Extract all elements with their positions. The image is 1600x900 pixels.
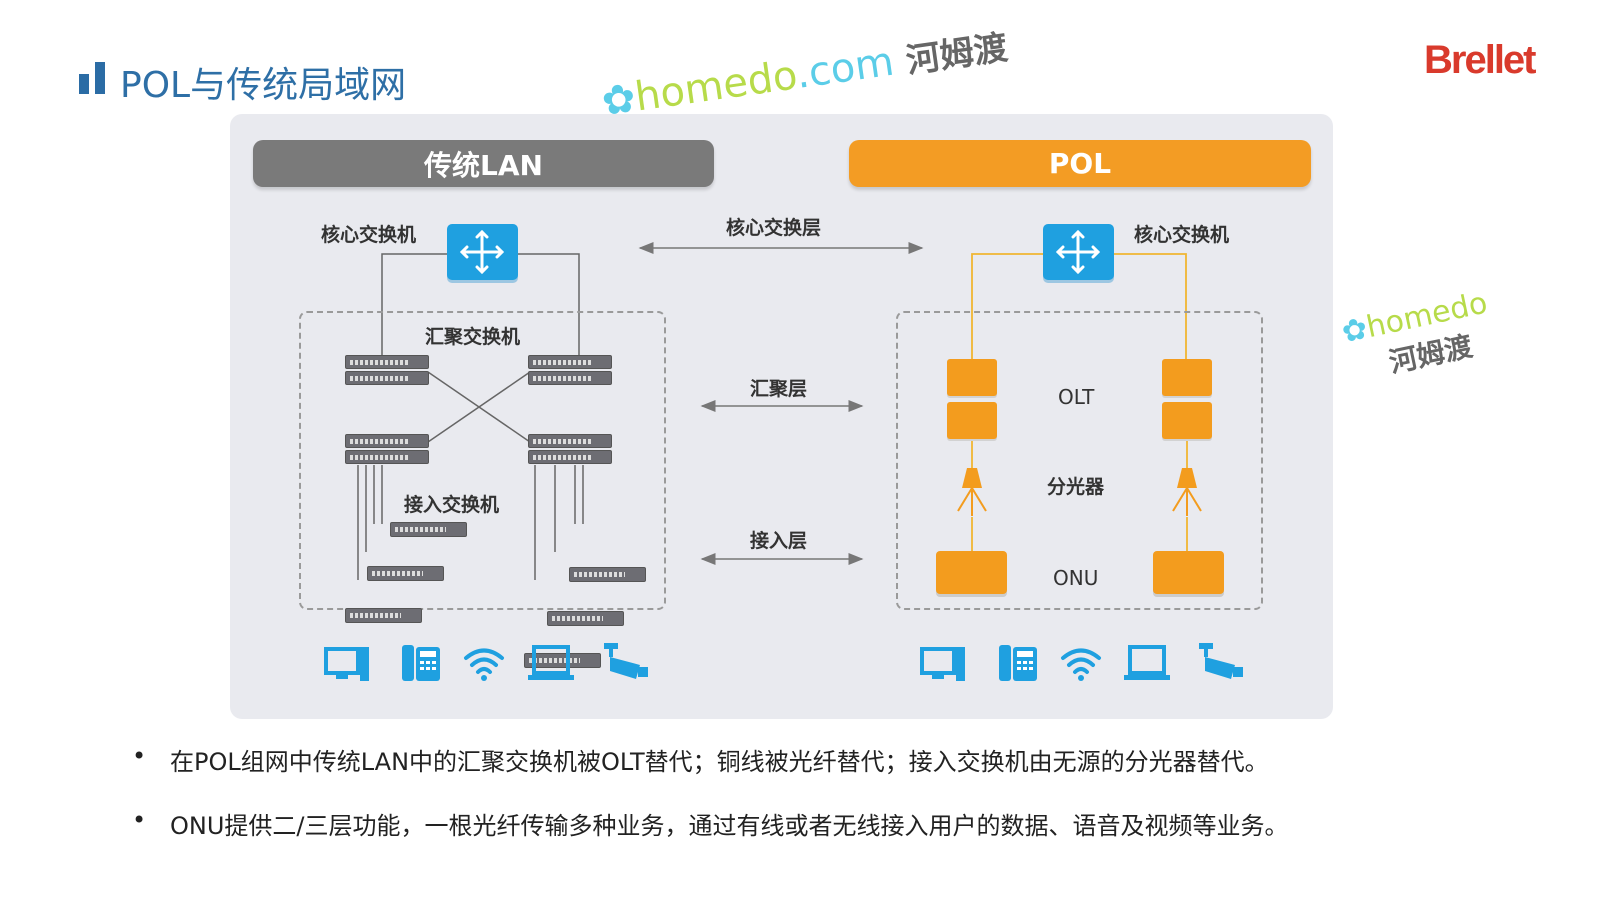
access-switch-label: 接入交换机	[404, 494, 500, 516]
agg-switch-label: 汇聚交换机	[425, 326, 521, 348]
access-switch-icon	[547, 611, 624, 626]
phone-icon	[402, 645, 440, 681]
pc-icon	[920, 647, 965, 681]
access-layer-label: 接入层	[750, 530, 808, 552]
bullet-dot: •	[132, 806, 147, 834]
wifi-icon	[1061, 648, 1101, 681]
page-title: POL与传统局域网	[120, 65, 407, 106]
laptop-icon	[528, 645, 574, 680]
onu-label: ONU	[1053, 566, 1099, 590]
wifi-icon	[464, 648, 504, 681]
core-switch-icon	[447, 224, 518, 280]
access-switch-icon	[367, 566, 444, 581]
aggregation-layer-label: 汇聚层	[750, 378, 808, 400]
title-bar-icon	[79, 62, 109, 94]
pol-dashed-group	[896, 311, 1263, 610]
lan-core-switch-label: 核心交换机	[321, 224, 417, 246]
pol-header: POL	[849, 140, 1311, 187]
lan-header: 传统LAN	[253, 140, 714, 187]
olt-icon	[1162, 359, 1212, 439]
bullet-dot: •	[132, 742, 147, 770]
laptop-icon	[1124, 645, 1170, 680]
access-switch-icon	[569, 567, 646, 582]
agg-switch-icon	[345, 355, 429, 385]
splitter-icon	[1172, 468, 1202, 516]
agg-switch-icon	[345, 434, 429, 464]
bullet-text: ONU提供二/三层功能，一根光纤传输多种业务，通过有线或者无线接入用户的数据、语…	[170, 812, 1289, 840]
agg-switch-icon	[528, 434, 612, 464]
onu-icon	[936, 551, 1007, 594]
access-switch-icon	[524, 653, 601, 668]
access-switch-icon	[390, 522, 467, 537]
phone-icon	[999, 645, 1037, 681]
splitter-label: 分光器	[1047, 476, 1105, 498]
access-switch-icon	[345, 608, 422, 623]
agg-switch-icon	[528, 355, 612, 385]
onu-icon	[1153, 551, 1224, 594]
brellet-logo: Brellet	[1424, 38, 1536, 82]
olt-icon	[947, 359, 997, 439]
pc-icon	[324, 647, 369, 681]
olt-label: OLT	[1058, 385, 1095, 409]
camera-icon	[1199, 643, 1243, 679]
splitter-icon	[957, 468, 987, 516]
camera-icon	[604, 643, 648, 679]
core-layer-label: 核心交换层	[726, 217, 822, 239]
lan-dashed-group	[299, 311, 666, 610]
bullet-text: 在POL组网中传统LAN中的汇聚交换机被OLT替代；铜线被光纤替代；接入交换机由…	[170, 748, 1269, 776]
core-switch-icon	[1043, 224, 1114, 280]
pol-core-switch-label: 核心交换机	[1134, 224, 1230, 246]
